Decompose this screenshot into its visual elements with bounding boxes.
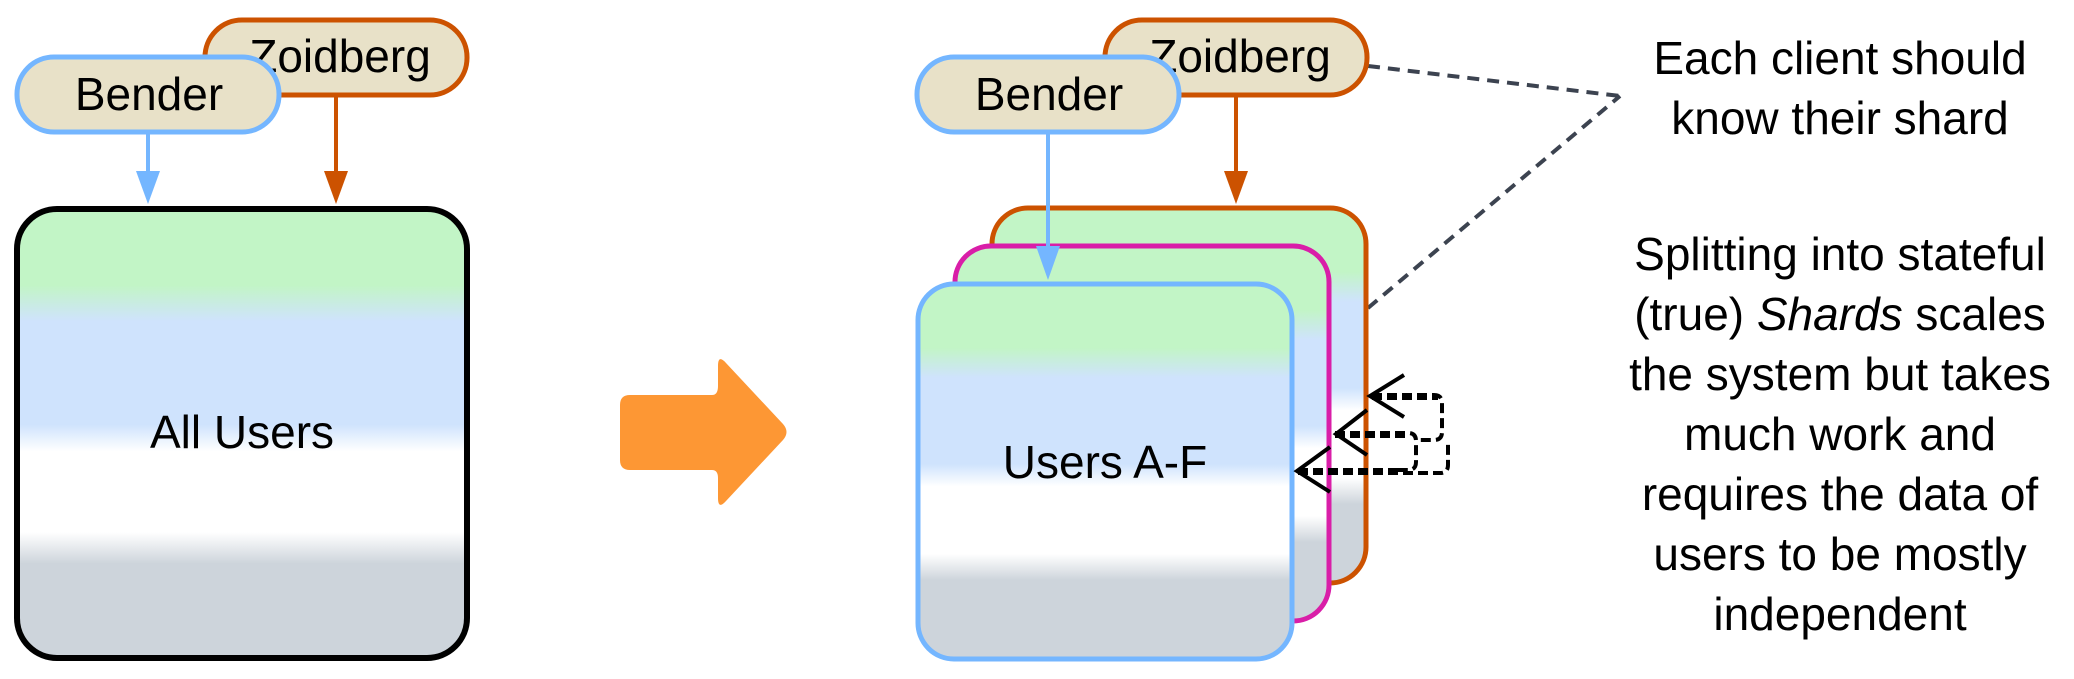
bender-to-all-users-arrow <box>136 134 160 204</box>
shard-link-arrows <box>1293 373 1450 494</box>
client-note-connector <box>1366 64 1622 310</box>
before-section: All Users Zoidberg Bender <box>14 17 470 661</box>
client-bender-label: Bender <box>75 68 223 120</box>
client-bender-after-label: Bender <box>975 68 1123 120</box>
note-text: scales <box>1902 288 2046 340</box>
client-bender: Bender <box>14 54 282 135</box>
client-bender-after: Bender <box>914 54 1182 135</box>
client-note-line: Each client should <box>1653 32 2027 84</box>
shard-front: Users A-F <box>915 281 1295 662</box>
client-zoidberg-label: Zoidberg <box>249 30 431 82</box>
bender-to-shard-arrow <box>1036 134 1060 280</box>
sharding-explanation-note: Splitting into stateful (true) Shards sc… <box>1600 224 2074 644</box>
zoidberg-to-all-users-arrow <box>324 96 348 204</box>
shard-front-label: Users A-F <box>1003 436 1207 488</box>
note-line: Splitting into stateful <box>1634 228 2046 280</box>
note-line: (true) Shards scales <box>1600 284 2074 344</box>
zoidberg-to-shard-arrow <box>1224 96 1248 204</box>
note-line: requires the data of <box>1641 468 2039 520</box>
after-section: Users A-F Zo <box>914 17 1622 662</box>
client-zoidberg-after-label: Zoidberg <box>1149 30 1331 82</box>
all-users-label: All Users <box>150 406 334 458</box>
right-arrow-icon <box>620 359 787 505</box>
note-line: users to be mostly <box>1653 528 2027 580</box>
shards-emphasis: Shards <box>1756 288 1903 340</box>
note-line: independent <box>1713 588 1967 640</box>
note-text: (true) <box>1634 288 1757 340</box>
note-line: much work and <box>1684 408 1996 460</box>
all-users-database: All Users <box>14 206 470 661</box>
note-line: the system but takes <box>1629 348 2051 400</box>
client-shard-note: Each client should know their shard <box>1600 28 2074 148</box>
client-note-line: know their shard <box>1671 92 2009 144</box>
